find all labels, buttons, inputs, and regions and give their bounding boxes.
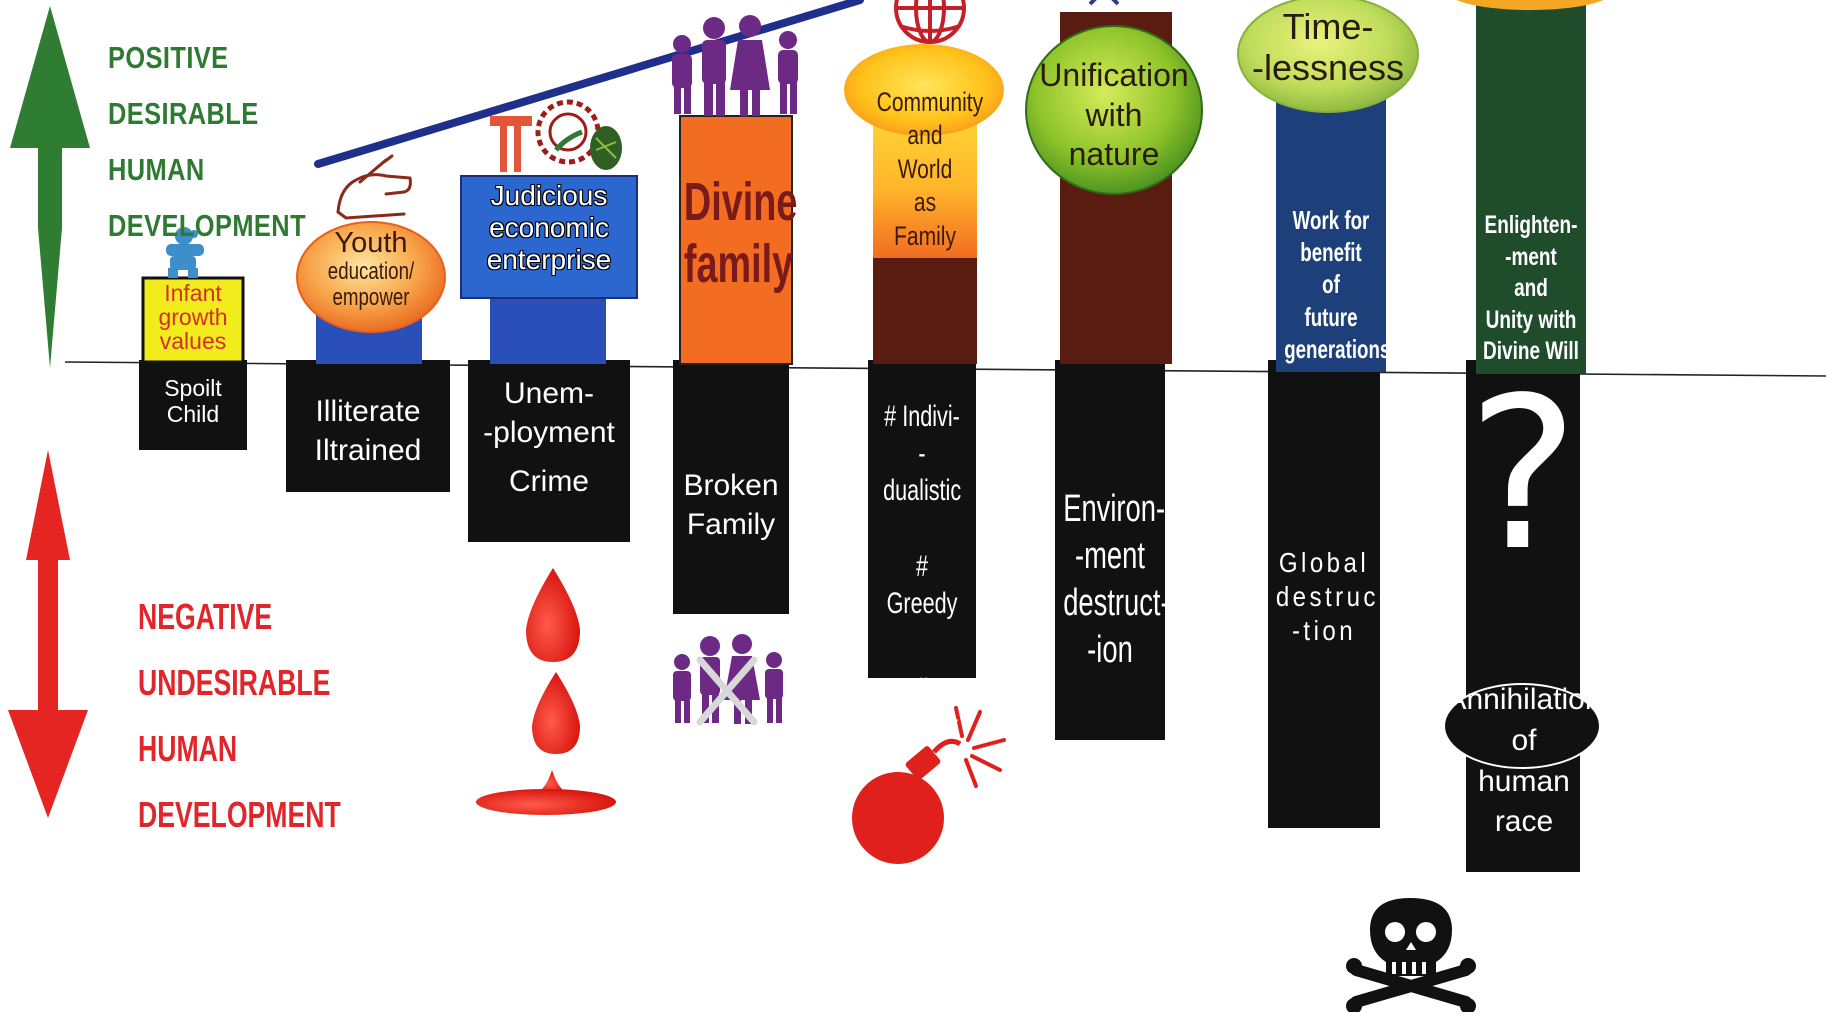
stage1-negative-bar [139,360,247,450]
stage4-negative-bar [673,360,789,614]
stage8-negative-bar [1466,360,1580,872]
stage7-positive-bar [1276,90,1386,372]
stage6-circle [1025,25,1203,195]
stage7-ellipse [1237,0,1419,113]
negative-label-3: HUMAN [138,728,238,769]
broken-family-icon [673,634,783,726]
family-icon [672,15,798,116]
negative-arrow [8,450,88,818]
stage5-negative-bar [868,360,976,678]
hand-writing-icon [336,154,412,220]
stage7-negative-bar [1268,360,1380,828]
stage7-title-text: Time--lessness [1251,6,1405,89]
annihilation-oval [1443,683,1601,769]
stage3-positive-box [460,175,638,299]
negative-label-2: UNDESIRABLE [138,662,331,703]
blood-drop-icon [476,568,616,815]
stage5-positive-bar [873,256,977,364]
stage3-positive-bar [490,298,606,364]
stage5-negative-text: # Indivi--dualistic # Greedy # Corrupt [883,400,962,743]
negative-label-1: NEGATIVE [138,596,273,637]
negative-label-4: DEVELOPMENT [138,794,341,835]
stage2-negative-bar [286,360,450,492]
question-mark: ? [1467,352,1579,597]
stage2-ellipse [296,221,446,333]
baby-icon [166,227,204,278]
leaf-stem-icon [1088,0,1120,6]
positive-label-2: DESIRABLE [108,96,259,131]
positive-arrow [10,6,90,368]
globe-icon [894,0,966,44]
skull-crossbones-icon [1346,898,1476,1012]
stage4-positive-bar [679,115,793,365]
trend-line [314,0,864,168]
stage8-positive-bar [1476,0,1586,374]
sun-icon [1456,0,1604,10]
stage1-positive-box [141,276,245,364]
bomb-icon [852,706,1006,864]
positive-label-4: DEVELOPMENT [108,208,307,243]
positive-label-1: POSITIVE [108,40,229,75]
tools-sun-icon [490,99,622,172]
stage6-negative-bar [1055,360,1165,740]
stage5-glow [844,44,1004,136]
positive-label-3: HUMAN [108,152,205,187]
stage3-negative-bar [468,360,630,542]
